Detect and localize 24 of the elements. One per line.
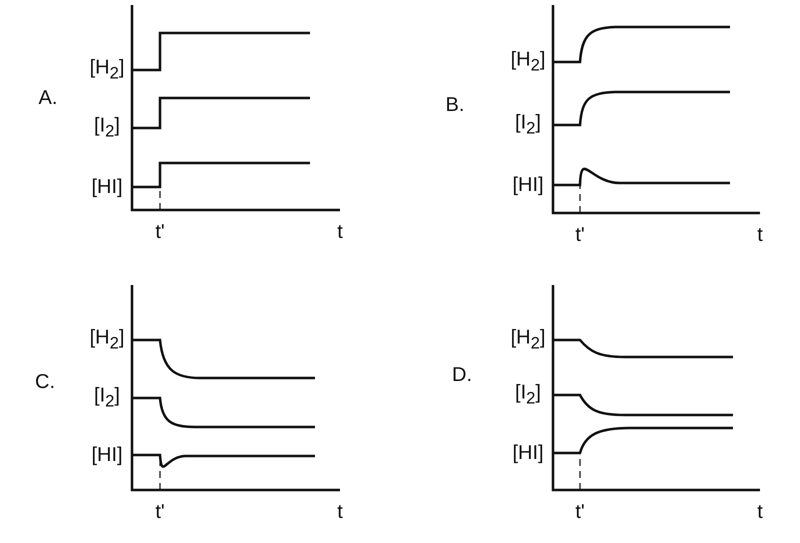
concentration-label: [I$_{2}$] <box>94 116 120 140</box>
axis-label: t <box>337 502 343 522</box>
concentration-label: [H$_{2}$] <box>90 328 124 352</box>
time-mark-label: t' <box>155 502 165 522</box>
time-mark-label: t' <box>155 222 165 242</box>
time-mark-label: t' <box>575 225 585 245</box>
panel-letter: B. <box>446 95 464 115</box>
concentration-label: [H$_{2}$] <box>510 328 546 352</box>
axis-label: t <box>757 225 763 245</box>
concentration-label: [I$_{2}$] <box>515 112 541 138</box>
axis-label: t <box>337 222 343 242</box>
concentration-label: [HI] <box>512 175 544 195</box>
concentration-label: [I$_{2}$] <box>515 382 541 408</box>
concentration-label: [HI] <box>91 445 123 465</box>
concentration-label: [I$_{2}$] <box>94 386 120 410</box>
axis-label: t <box>757 502 763 522</box>
concentration-label: [H$_{2}$] <box>90 58 124 82</box>
concentration-label: [HI] <box>512 443 544 463</box>
concentration-label: [H$_{2}$] <box>510 50 546 74</box>
time-mark-label: t' <box>575 502 585 522</box>
concentration-label: [HI] <box>91 177 123 197</box>
panel-letter: C. <box>35 372 55 392</box>
panel-letter: D. <box>452 365 472 385</box>
panel-letter: A. <box>38 88 58 108</box>
